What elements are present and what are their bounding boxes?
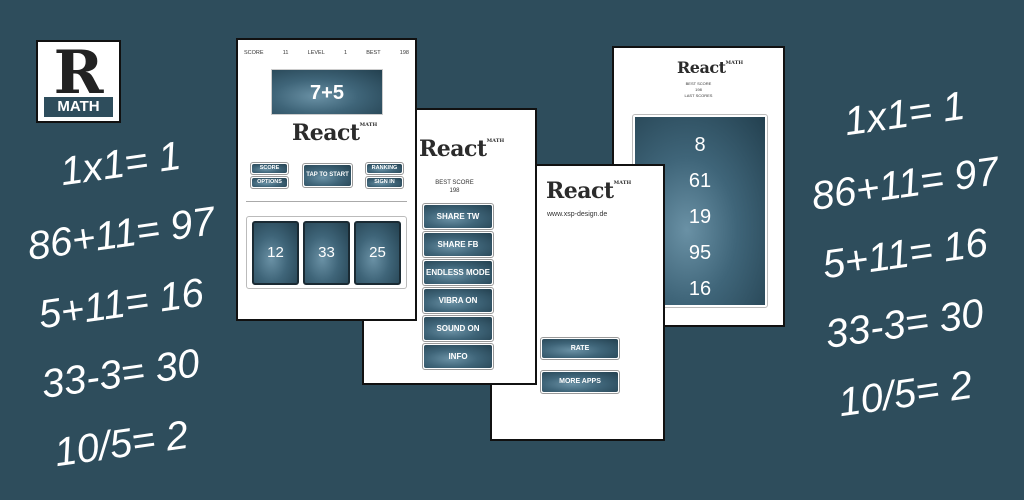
game-header: SCORE 11 LEVEL 1 BEST 198 — [244, 50, 409, 56]
logo-label: MATH — [44, 97, 113, 117]
score-item: 19 — [688, 206, 712, 228]
score-item: 8 — [694, 134, 706, 156]
logo-letter: R — [53, 38, 104, 108]
best-score-label: BEST SCORE — [685, 81, 712, 86]
vibra-toggle[interactable]: VIBRA ON — [422, 287, 494, 314]
equation: 5+11= 16 — [35, 270, 207, 338]
share-tw-button[interactable]: SHARE TW — [422, 203, 494, 230]
score-button[interactable]: SCORE — [250, 162, 289, 175]
equation: 33-3= 30 — [39, 341, 203, 407]
answer-panel: 12 33 25 — [246, 216, 407, 289]
rate-button[interactable]: RATE — [540, 337, 620, 360]
level-label: LEVEL — [307, 50, 325, 56]
equation: 1x1= 1 — [841, 83, 969, 145]
score-item: 16 — [688, 278, 712, 300]
brand-logo: ReactMATH — [292, 120, 378, 146]
sign-in-button[interactable]: SIGN IN — [365, 176, 404, 189]
equation: 33-3= 30 — [823, 291, 987, 357]
problem-display: 7+5 — [271, 69, 383, 115]
answer-tile[interactable]: 33 — [303, 221, 350, 285]
brand-logo: ReactMATH — [677, 58, 744, 77]
sound-toggle[interactable]: SOUND ON — [422, 315, 494, 342]
endless-mode-button[interactable]: ENDLESS MODE — [422, 259, 494, 286]
best-value: 198 — [399, 50, 409, 56]
equation: 86+11= 97 — [808, 149, 1002, 219]
equation: 5+11= 16 — [819, 220, 991, 288]
score-item: 95 — [688, 242, 712, 264]
equation: 86+11= 97 — [24, 199, 218, 269]
score-item: 61 — [688, 170, 712, 192]
brand-logo: ReactMATH — [546, 178, 632, 204]
answer-tile[interactable]: 12 — [252, 221, 299, 285]
best-score-value: 198 — [449, 188, 460, 194]
level-value: 1 — [343, 50, 348, 56]
options-button[interactable]: OPTIONS — [250, 176, 289, 189]
website-link[interactable]: www.xsp-design.de — [547, 211, 608, 218]
equation: 1x1= 1 — [57, 133, 185, 195]
divider — [246, 201, 407, 202]
ranking-button[interactable]: RANKING — [365, 162, 404, 175]
brand-logo: ReactMATH — [419, 136, 505, 162]
best-label: BEST — [366, 50, 381, 56]
best-score-value: 198 — [695, 87, 702, 92]
logo: R MATH — [36, 40, 121, 123]
last-scores-label: LAST SCORES — [684, 93, 713, 98]
screen-game: SCORE 11 LEVEL 1 BEST 198 7+5 ReactMATH … — [236, 38, 417, 321]
info-button[interactable]: INFO — [422, 343, 494, 370]
share-fb-button[interactable]: SHARE FB — [422, 231, 494, 258]
tap-to-start-button[interactable]: TAP TO START — [302, 163, 353, 188]
answer-tile[interactable]: 25 — [354, 221, 401, 285]
equation: 10/5= 2 — [835, 362, 975, 426]
equation: 10/5= 2 — [51, 412, 191, 476]
more-apps-button[interactable]: MORE APPS — [540, 370, 620, 394]
score-value: 11 — [282, 50, 289, 56]
best-score-label: BEST SCORE — [435, 180, 474, 186]
score-label: SCORE — [244, 50, 264, 56]
